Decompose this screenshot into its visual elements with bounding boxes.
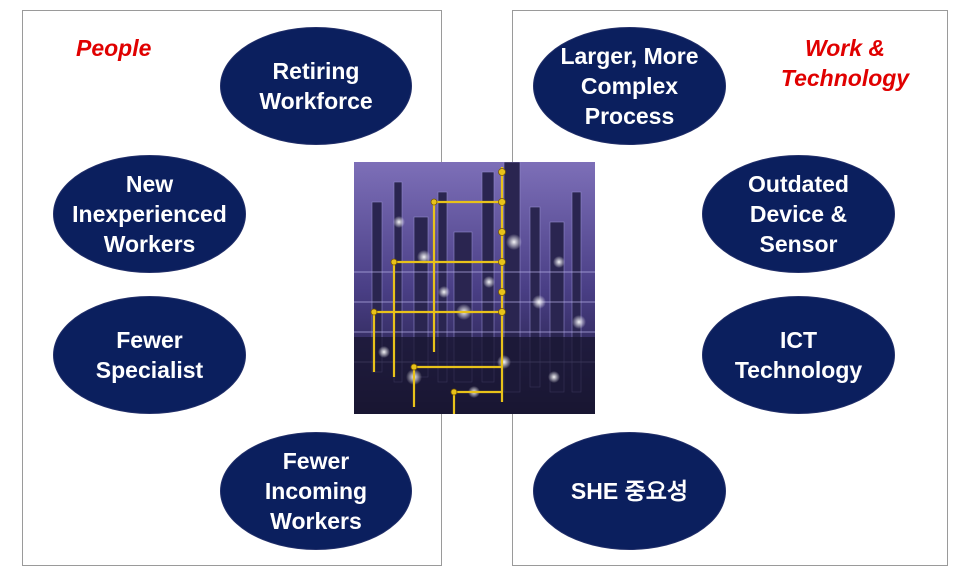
fewer-specialist-node: Fewer Specialist: [53, 296, 246, 414]
node-label: Retiring Workforce: [259, 58, 373, 114]
people-title: People: [76, 35, 152, 61]
node-label: New Inexperienced Workers: [72, 171, 227, 257]
node-label: Fewer Specialist: [95, 327, 204, 383]
larger-complex-process-node: Larger, More Complex Process: [533, 27, 726, 145]
work-technology-title: Work & Technology: [780, 35, 910, 91]
outdated-device-sensor-node: Outdated Device & Sensor: [702, 155, 895, 273]
node-label: ICT Technology: [734, 327, 863, 383]
industrial-plant-image: [354, 162, 595, 414]
node-label: Fewer Incoming Workers: [264, 448, 368, 534]
node-label: SHE 중요성: [570, 478, 689, 504]
node-label: Outdated Device & Sensor: [748, 171, 849, 257]
fewer-incoming-workers-node: Fewer Incoming Workers: [220, 432, 412, 550]
ict-technology-node: ICT Technology: [702, 296, 895, 414]
node-label: Larger, More Complex Process: [560, 43, 699, 129]
retiring-workforce-node: Retiring Workforce: [220, 27, 412, 145]
new-inexperienced-workers-node: New Inexperienced Workers: [53, 155, 246, 273]
she-importance-node: SHE 중요성: [533, 432, 726, 550]
